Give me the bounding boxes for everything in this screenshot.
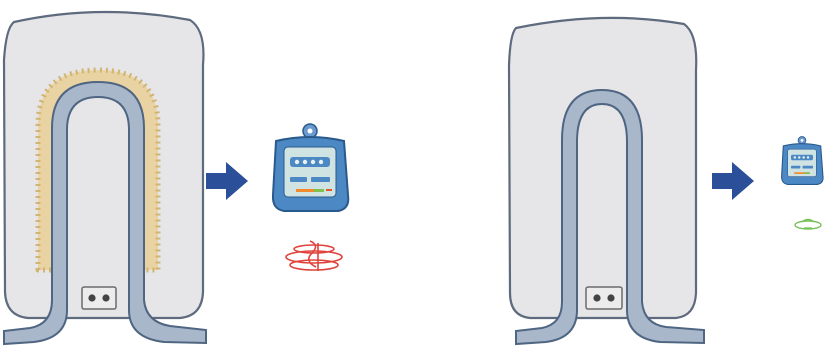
water-heater-tank-icon [507, 16, 698, 320]
meter-spin-fast-icon [285, 240, 343, 271]
electricity-meter-icon [781, 136, 824, 185]
meter-spin-slow-icon [794, 218, 822, 230]
scene-without-limescale [414, 0, 828, 348]
terminal-block-icon [585, 286, 623, 310]
electricity-meter-icon [271, 123, 350, 212]
water-heater-tank-icon [2, 10, 205, 320]
heating-element-icon [3, 80, 207, 346]
right-arrow-icon [712, 162, 754, 200]
scene-with-limescale [2, 10, 350, 346]
limescale-deposit-icon [35, 67, 161, 273]
heating-element-icon [515, 88, 705, 346]
terminal-block-icon [81, 286, 117, 310]
right-arrow-icon [206, 162, 248, 200]
